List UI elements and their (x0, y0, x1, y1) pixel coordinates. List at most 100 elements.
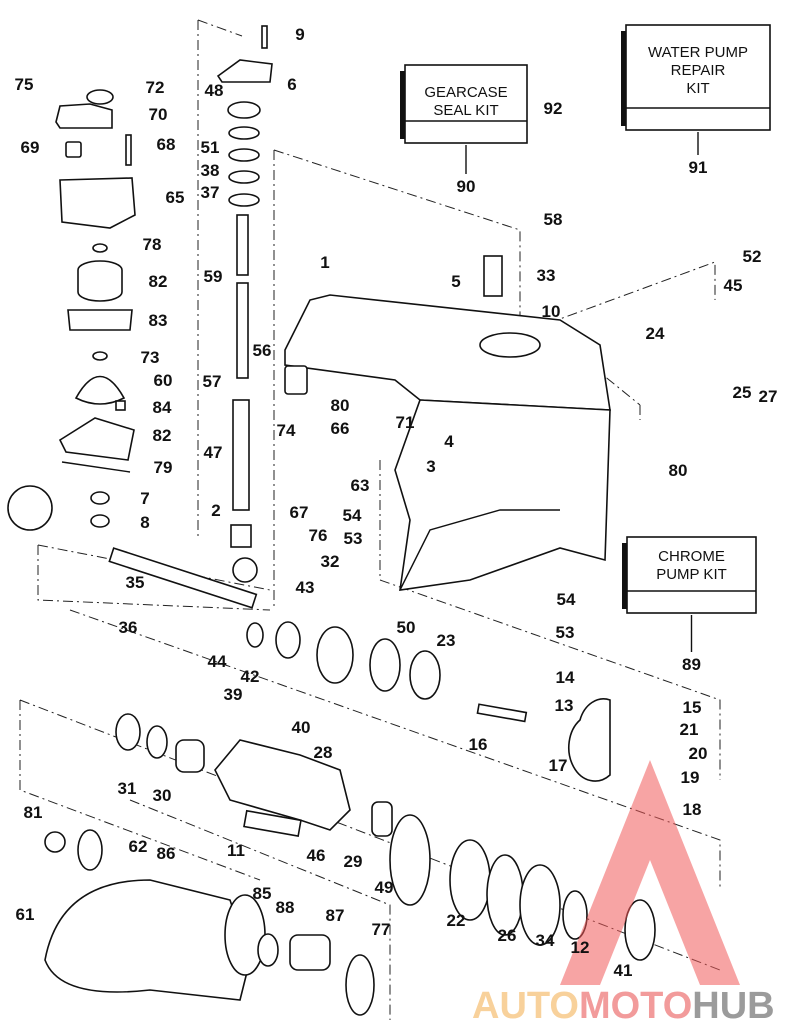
callout-73: 73 (141, 348, 160, 367)
kit-label-line: KIT (686, 80, 709, 97)
callout-78: 78 (143, 235, 162, 254)
callout-60: 60 (154, 371, 173, 390)
callout-37: 37 (201, 183, 220, 202)
callout-82: 82 (149, 272, 168, 291)
callout-19: 19 (681, 768, 700, 787)
callout-23: 23 (437, 631, 456, 650)
callout-56: 56 (253, 341, 272, 360)
callout-58: 58 (544, 210, 563, 229)
callout-82: 82 (153, 426, 172, 445)
callout-39: 39 (224, 685, 243, 704)
logo-triangle-icon (560, 760, 740, 985)
callout-44: 44 (208, 652, 227, 671)
callout-17: 17 (549, 756, 568, 775)
assembly-guides (19, 19, 721, 1020)
callout-50: 50 (397, 618, 416, 637)
drive-shaft-parts (216, 25, 273, 583)
callout-83: 83 (149, 311, 168, 330)
callout-36: 36 (119, 618, 138, 637)
callout-10: 10 (542, 302, 561, 321)
callout-86: 86 (157, 844, 176, 863)
callout-85: 85 (253, 884, 272, 903)
callout-80: 80 (669, 461, 688, 480)
kit-part-number: 90 (457, 177, 476, 196)
watermark-logo: AUTOMOTOHUB (472, 760, 775, 1027)
callout-4: 4 (444, 432, 454, 451)
callout-43: 43 (296, 578, 315, 597)
callout-88: 88 (276, 898, 295, 917)
callout-47: 47 (204, 443, 223, 462)
callout-80: 80 (331, 396, 350, 415)
callout-5: 5 (451, 272, 460, 291)
callout-54: 54 (557, 590, 576, 609)
kit-label-line: SEAL KIT (433, 102, 498, 119)
kit-label-line: WATER PUMP (648, 44, 748, 61)
callout-21: 21 (680, 720, 699, 739)
callout-68: 68 (157, 135, 176, 154)
callout-92: 92 (544, 99, 563, 118)
callout-1: 1 (320, 253, 329, 272)
callout-2: 2 (211, 501, 220, 520)
gearcase-housing (284, 255, 611, 591)
callout-33: 33 (537, 266, 556, 285)
callout-30: 30 (153, 786, 172, 805)
callout-81: 81 (24, 803, 43, 822)
callout-66: 66 (331, 419, 350, 438)
callout-14: 14 (556, 668, 575, 687)
callout-84: 84 (153, 398, 172, 417)
callout-16: 16 (469, 735, 488, 754)
callout-76: 76 (309, 526, 328, 545)
callout-18: 18 (683, 800, 702, 819)
callout-62: 62 (129, 837, 148, 856)
kit-label-line: CHROME (658, 548, 725, 565)
callout-12: 12 (571, 938, 590, 957)
callout-67: 67 (290, 503, 309, 522)
kit-label-line: PUMP KIT (656, 566, 727, 583)
callout-74: 74 (277, 421, 296, 440)
callout-11: 11 (227, 841, 245, 860)
callout-54: 54 (343, 506, 362, 525)
callout-15: 15 (683, 698, 702, 717)
callout-25: 25 (733, 383, 752, 402)
callout-27: 27 (759, 387, 778, 406)
callout-71: 71 (396, 413, 415, 432)
callout-63: 63 (351, 476, 370, 495)
callout-53: 53 (344, 529, 363, 548)
callout-51: 51 (201, 138, 220, 157)
kit-label-line: GEARCASE (424, 84, 507, 101)
callout-45: 45 (724, 276, 743, 295)
callout-70: 70 (149, 105, 168, 124)
callout-72: 72 (146, 78, 165, 97)
callout-61: 61 (16, 905, 35, 924)
callout-46: 46 (307, 846, 326, 865)
callout-57: 57 (203, 372, 222, 391)
callout-20: 20 (689, 744, 708, 763)
callout-49: 49 (375, 878, 394, 897)
callout-31: 31 (118, 779, 137, 798)
callout-87: 87 (326, 906, 345, 925)
callout-59: 59 (204, 267, 223, 286)
callout-24: 24 (646, 324, 665, 343)
callout-41: 41 (614, 961, 633, 980)
callout-69: 69 (21, 138, 40, 157)
callout-6: 6 (287, 75, 296, 94)
callout-77: 77 (372, 920, 391, 939)
kit-part-number: 91 (689, 158, 708, 177)
callout-42: 42 (241, 667, 260, 686)
callout-28: 28 (314, 743, 333, 762)
gear-parts (44, 547, 656, 1016)
callout-32: 32 (321, 552, 340, 571)
kit-part-number: 89 (682, 655, 701, 674)
callout-8: 8 (140, 513, 149, 532)
callout-34: 34 (536, 931, 555, 950)
callout-9: 9 (295, 25, 304, 44)
callout-22: 22 (447, 911, 466, 930)
callout-79: 79 (154, 458, 173, 477)
callout-48: 48 (205, 81, 224, 100)
